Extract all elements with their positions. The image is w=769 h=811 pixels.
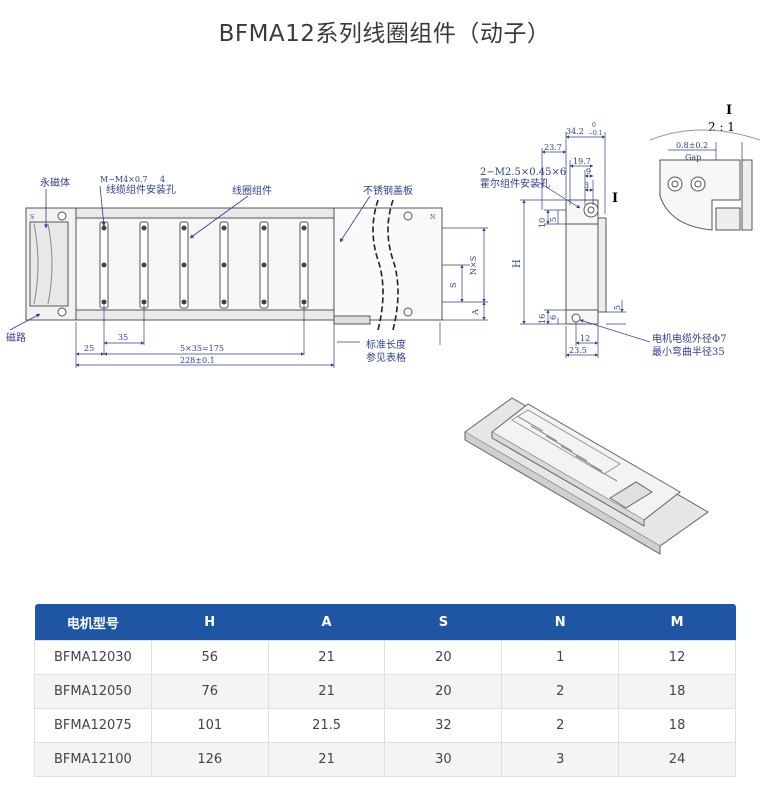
table-cell: BFMA12100 bbox=[34, 742, 152, 777]
table-cell: 30 bbox=[384, 742, 503, 777]
table-cell: 24 bbox=[618, 742, 736, 777]
dim-34-2: 34.2 bbox=[566, 127, 584, 136]
col-header-h: H bbox=[151, 604, 269, 641]
table-row: BFMA12075 101 21.5 32 2 18 bbox=[34, 708, 736, 743]
dim-h: H bbox=[512, 259, 523, 268]
table-cell: BFMA12030 bbox=[34, 640, 152, 675]
table-cell: 1 bbox=[501, 640, 620, 675]
bend-radius-label: 最小弯曲半径35 bbox=[652, 345, 725, 358]
hole-desc-label: 线缆组件安装孔 bbox=[106, 183, 176, 196]
dim-a: A bbox=[471, 309, 480, 316]
table-cell: 20 bbox=[384, 640, 503, 675]
hall-hole-desc-label: 霍尔组件安装孔 bbox=[480, 177, 550, 190]
hole-depth-label: 4 bbox=[160, 175, 165, 184]
section-mark: I bbox=[612, 191, 618, 206]
table-cell: 76 bbox=[150, 674, 269, 709]
table-cell: 3 bbox=[501, 742, 620, 777]
hall-hole-spec-label: 2−M2.5×0.45×6 bbox=[480, 167, 566, 178]
col-header-n: N bbox=[501, 604, 619, 641]
dim-3: 3 bbox=[584, 181, 589, 190]
dim-23-5: 23.5 bbox=[569, 346, 587, 355]
table-cell: 2 bbox=[501, 708, 620, 743]
dim-9: 9 bbox=[586, 167, 591, 176]
spec-table: 电机型号 H A S N M BFMA12030 56 21 20 1 12 B… bbox=[34, 604, 736, 777]
coil-assembly-label: 线圈组件 bbox=[232, 184, 272, 197]
col-header-m: M bbox=[618, 604, 736, 641]
table-cell: 101 bbox=[150, 708, 269, 743]
table-cell: 18 bbox=[618, 674, 736, 709]
dim-12: 12 bbox=[580, 334, 590, 343]
detail-mark: I bbox=[726, 103, 732, 118]
dim-16: 16 bbox=[538, 314, 547, 324]
table-cell: 21 bbox=[267, 674, 386, 709]
col-header-model: 电机型号 bbox=[34, 604, 152, 641]
table-row: BFMA12050 76 21 20 2 18 bbox=[34, 674, 736, 709]
dim-23-7: 23.7 bbox=[544, 143, 562, 152]
detail-scale: 2 : 1 bbox=[708, 120, 735, 134]
table-cell: 32 bbox=[384, 708, 503, 743]
magnetic-path-label: 磁路 bbox=[6, 331, 26, 344]
dim-10: 10 bbox=[538, 218, 547, 228]
front-view bbox=[25, 199, 443, 331]
plate-s-label: S bbox=[30, 214, 34, 221]
dim-5a: 5 bbox=[549, 217, 558, 222]
standard-length-label-1: 标准长度 bbox=[366, 338, 406, 351]
col-header-s: S bbox=[384, 604, 502, 641]
gap-label: Gap bbox=[685, 153, 701, 162]
dim-34-2-tol-up: 0 bbox=[592, 122, 596, 129]
table-cell: 18 bbox=[618, 708, 736, 743]
technical-drawing: S N 永磁体 M−M4×0.7 4 线缆组件安装孔 线圈组件 不锈钢盖板 磁路… bbox=[6, 103, 761, 555]
hole-spec-label: M−M4×0.7 bbox=[100, 175, 148, 184]
page-title: BFMA12系列线圈组件（动子） bbox=[218, 21, 551, 47]
table-cell: BFMA12075 bbox=[34, 708, 152, 743]
table-cell: 126 bbox=[150, 742, 269, 777]
table-cell: 21.5 bbox=[267, 708, 386, 743]
permanent-magnet-label: 永磁体 bbox=[40, 176, 70, 189]
dim-19-7: 19.7 bbox=[573, 157, 591, 166]
table-cell: 21 bbox=[267, 742, 386, 777]
dim-6: 6 bbox=[549, 315, 558, 320]
gap-value: 0.8±0.2 bbox=[676, 141, 708, 150]
dim-nxs: N×S bbox=[469, 256, 478, 275]
table-cell: 21 bbox=[267, 640, 386, 675]
side-view bbox=[565, 199, 607, 325]
standard-length-label-2: 参见表格 bbox=[366, 351, 406, 364]
isometric-view bbox=[464, 397, 709, 555]
dim-s: S bbox=[449, 283, 458, 288]
table-header-row: 电机型号 H A S N M bbox=[34, 604, 736, 641]
table-cell: 20 bbox=[384, 674, 503, 709]
dim-35: 35 bbox=[118, 333, 128, 342]
table-cell: 56 bbox=[150, 640, 269, 675]
dim-5x35: 5×35=175 bbox=[180, 344, 224, 353]
table-cell: BFMA12050 bbox=[34, 674, 152, 709]
table-row: BFMA12100 126 21 30 3 24 bbox=[34, 742, 736, 777]
col-header-a: A bbox=[268, 604, 385, 641]
cable-diameter-label: 电机电缆外径Φ7 bbox=[652, 332, 727, 345]
table-row: BFMA12030 56 21 20 1 12 bbox=[34, 640, 736, 675]
dim-34-2-tol-down: −0.1 bbox=[588, 130, 603, 137]
detail-view bbox=[649, 129, 761, 231]
stainless-cover-label: 不锈钢盖板 bbox=[363, 184, 413, 197]
table-cell: 2 bbox=[501, 674, 620, 709]
dim-5b: 5 bbox=[613, 305, 622, 310]
dim-228: 228±0.1 bbox=[180, 356, 215, 365]
plate-n-label: N bbox=[430, 214, 435, 221]
dim-25: 25 bbox=[84, 344, 94, 353]
table-cell: 12 bbox=[618, 640, 736, 675]
